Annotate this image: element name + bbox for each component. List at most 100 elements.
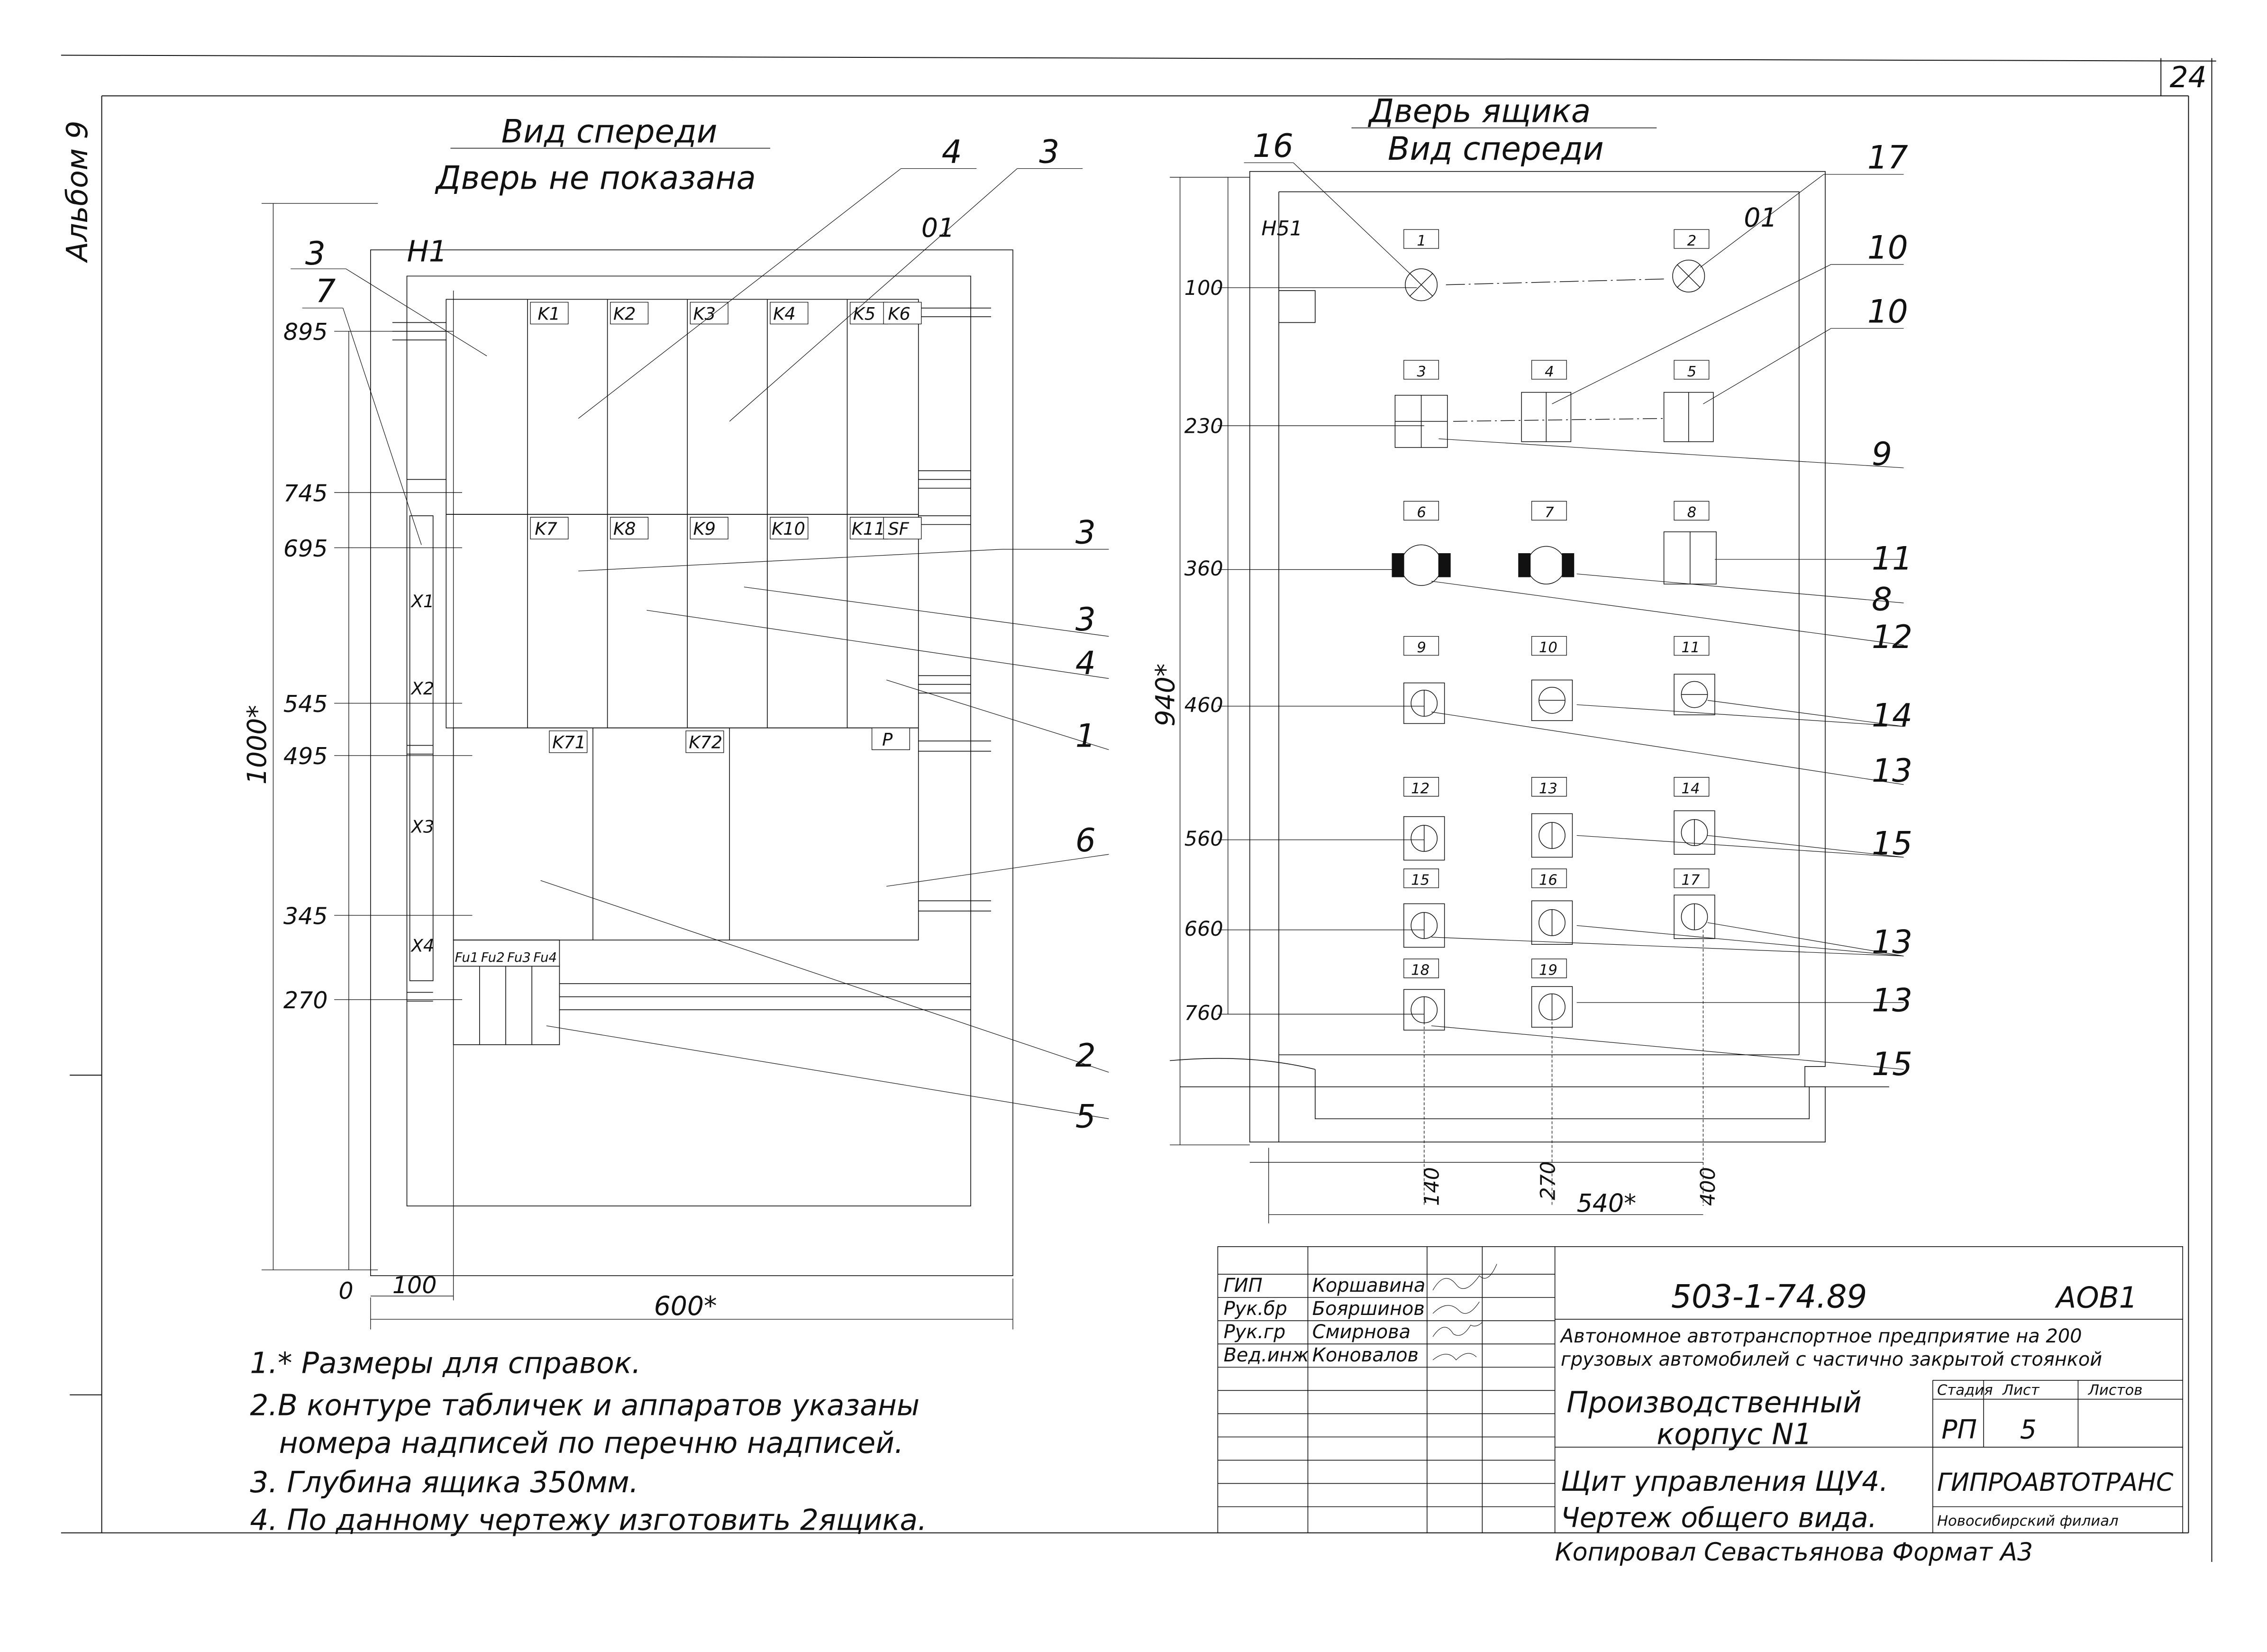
door-plate-15: 15 xyxy=(1411,872,1429,889)
door-plate-2: 2 xyxy=(1687,233,1697,249)
door-dim-270: 270 xyxy=(1537,1161,1560,1200)
staff-name-0: Коршавина xyxy=(1312,1275,1426,1296)
door-plate-12: 12 xyxy=(1411,781,1429,797)
project-line-2: грузовых автомобилей с частично закрытой… xyxy=(1561,1349,2102,1370)
staff-name-2: Смирнова xyxy=(1312,1321,1411,1343)
door-callout-17: 17 xyxy=(1867,139,1908,176)
door-dim-760: 760 xyxy=(1184,1002,1223,1025)
door-plate-14: 14 xyxy=(1681,781,1700,797)
footer-copy-format: Копировал Севастьянова Формат A3 xyxy=(1555,1538,2033,1567)
relay-label-k7: K7 xyxy=(535,519,557,539)
door-dim-660: 660 xyxy=(1184,917,1223,941)
drawing-notes: 1.* Размеры для справок. 2.В контуре таб… xyxy=(250,1347,927,1537)
staff-name-3: Коновалов xyxy=(1312,1344,1419,1366)
door-plate-1: 1 xyxy=(1417,233,1426,249)
door-plate-17: 17 xyxy=(1681,872,1700,889)
door-dim-140: 140 xyxy=(1420,1167,1444,1206)
staff-role-0: ГИП xyxy=(1224,1275,1263,1296)
door-dim-560: 560 xyxy=(1184,827,1223,851)
door-callout-11: 11 xyxy=(1872,540,1912,577)
sheet-header: Лист xyxy=(2002,1382,2040,1398)
staff-role-3: Вед.инж xyxy=(1224,1344,1309,1366)
door-outline xyxy=(1170,172,1889,1142)
front-callout-3-top: 3 xyxy=(305,235,326,272)
front-dimension-lines xyxy=(262,203,1013,1329)
door-callout-9: 9 xyxy=(1872,435,1892,473)
door-plate-6: 6 xyxy=(1417,504,1426,521)
door-callout-8: 8 xyxy=(1872,580,1892,618)
relay-label-p: P xyxy=(882,729,893,749)
relay-label-k8: K8 xyxy=(613,519,636,539)
door-callout-15-b: 15 xyxy=(1872,1045,1912,1083)
front-dim-height: 1000* xyxy=(242,705,273,785)
front-callout-4-top: 4 xyxy=(942,133,962,170)
corner-label-h1: H1 xyxy=(407,235,447,269)
fuse-label-fu3: Fu3 xyxy=(507,949,531,965)
front-callout-6: 6 xyxy=(1075,821,1096,859)
signature-marks xyxy=(1433,1264,1497,1360)
front-dim-895: 895 xyxy=(283,318,328,346)
corner-label-h51: H51 xyxy=(1261,217,1302,241)
door-callout-16: 16 xyxy=(1253,127,1293,164)
door-dim-400: 400 xyxy=(1696,1167,1720,1206)
front-callout-leaders xyxy=(291,169,1109,1119)
door-plate-4: 4 xyxy=(1545,364,1554,380)
project-line-1: Автономное автотранспортное предприятие … xyxy=(1559,1325,2082,1347)
note-3: 3. Глубина ящика 350мм. xyxy=(250,1466,638,1499)
door-dim-width: 540* xyxy=(1577,1189,1637,1218)
album-label: Альбом 9 xyxy=(61,120,94,263)
door-view: Дверь ящика Вид спереди H51 xyxy=(1150,92,1912,1223)
rotary-selector-icons xyxy=(1392,545,1574,585)
front-callout-1: 1 xyxy=(1075,717,1096,754)
front-callout-3-mid: 3 xyxy=(1075,513,1096,551)
door-callout-12: 12 xyxy=(1872,618,1912,656)
front-view: Вид спереди Дверь не показана H1 xyxy=(242,112,1109,1329)
sheet-value: 5 xyxy=(2020,1415,2037,1445)
fuse-label-fu2: Fu2 xyxy=(481,949,505,965)
drawing-line-2: Чертеж общего вида. xyxy=(1561,1501,1877,1533)
door-callout-10-a: 10 xyxy=(1867,229,1908,266)
terminal-label-x2: X2 xyxy=(410,678,435,699)
note-2-cont: номера надписей по перечню надписей. xyxy=(279,1426,904,1460)
title-block: ГИП Коршавина Рук.бр Бояршинов Рук.гр См… xyxy=(1218,1247,2183,1567)
door-plate-13: 13 xyxy=(1539,781,1557,797)
signal-lamp-icons xyxy=(1405,260,1705,301)
door-dimension-lines xyxy=(1170,177,1703,1223)
front-dim-270: 270 xyxy=(283,986,328,1014)
front-dim-0: 0 xyxy=(338,1277,353,1305)
relay-label-k71: K71 xyxy=(552,732,586,753)
front-callout-01: 01 xyxy=(921,213,955,244)
door-callout-leaders xyxy=(1244,163,1904,1069)
door-callout-10-b: 10 xyxy=(1867,292,1908,330)
doc-series: АОВ1 xyxy=(2054,1281,2137,1315)
door-callout-15-a: 15 xyxy=(1872,824,1912,862)
front-view-title: Вид спереди xyxy=(501,112,718,150)
door-dim-height: 940* xyxy=(1150,664,1181,727)
door-plate-7: 7 xyxy=(1545,504,1554,521)
front-dim-745: 745 xyxy=(283,479,328,507)
relay-label-k6: K6 xyxy=(888,303,910,324)
relay-label-k5: K5 xyxy=(853,303,876,324)
building-line-1: Производственный xyxy=(1566,1386,1862,1419)
staff-role-1: Рук.бр xyxy=(1224,1298,1287,1320)
title-block-grid xyxy=(1218,1247,2183,1533)
door-plate-boxes xyxy=(1404,229,1709,978)
door-dim-100: 100 xyxy=(1184,276,1223,300)
front-callout-5: 5 xyxy=(1075,1098,1096,1135)
front-callout-3-low: 3 xyxy=(1075,601,1096,638)
doc-code: 503-1-74.89 xyxy=(1671,1278,1867,1315)
relay-label-k4: K4 xyxy=(773,303,796,324)
relay-label-k10: K10 xyxy=(772,519,805,539)
drawing-line-1: Щит управления ЩУ4. xyxy=(1561,1465,1888,1497)
staff-role-2: Рук.гр xyxy=(1224,1321,1286,1343)
door-plate-16: 16 xyxy=(1539,872,1557,889)
sheets-header: Листов xyxy=(2088,1382,2142,1398)
stage-value: РП xyxy=(1941,1415,1977,1445)
door-plate-10: 10 xyxy=(1539,639,1557,656)
door-callout-13-b: 13 xyxy=(1872,923,1912,961)
note-1: 1.* Размеры для справок. xyxy=(250,1347,641,1380)
staff-name-1: Бояршинов xyxy=(1312,1298,1425,1320)
door-dim-230: 230 xyxy=(1184,414,1223,438)
front-callout-7: 7 xyxy=(315,273,336,310)
